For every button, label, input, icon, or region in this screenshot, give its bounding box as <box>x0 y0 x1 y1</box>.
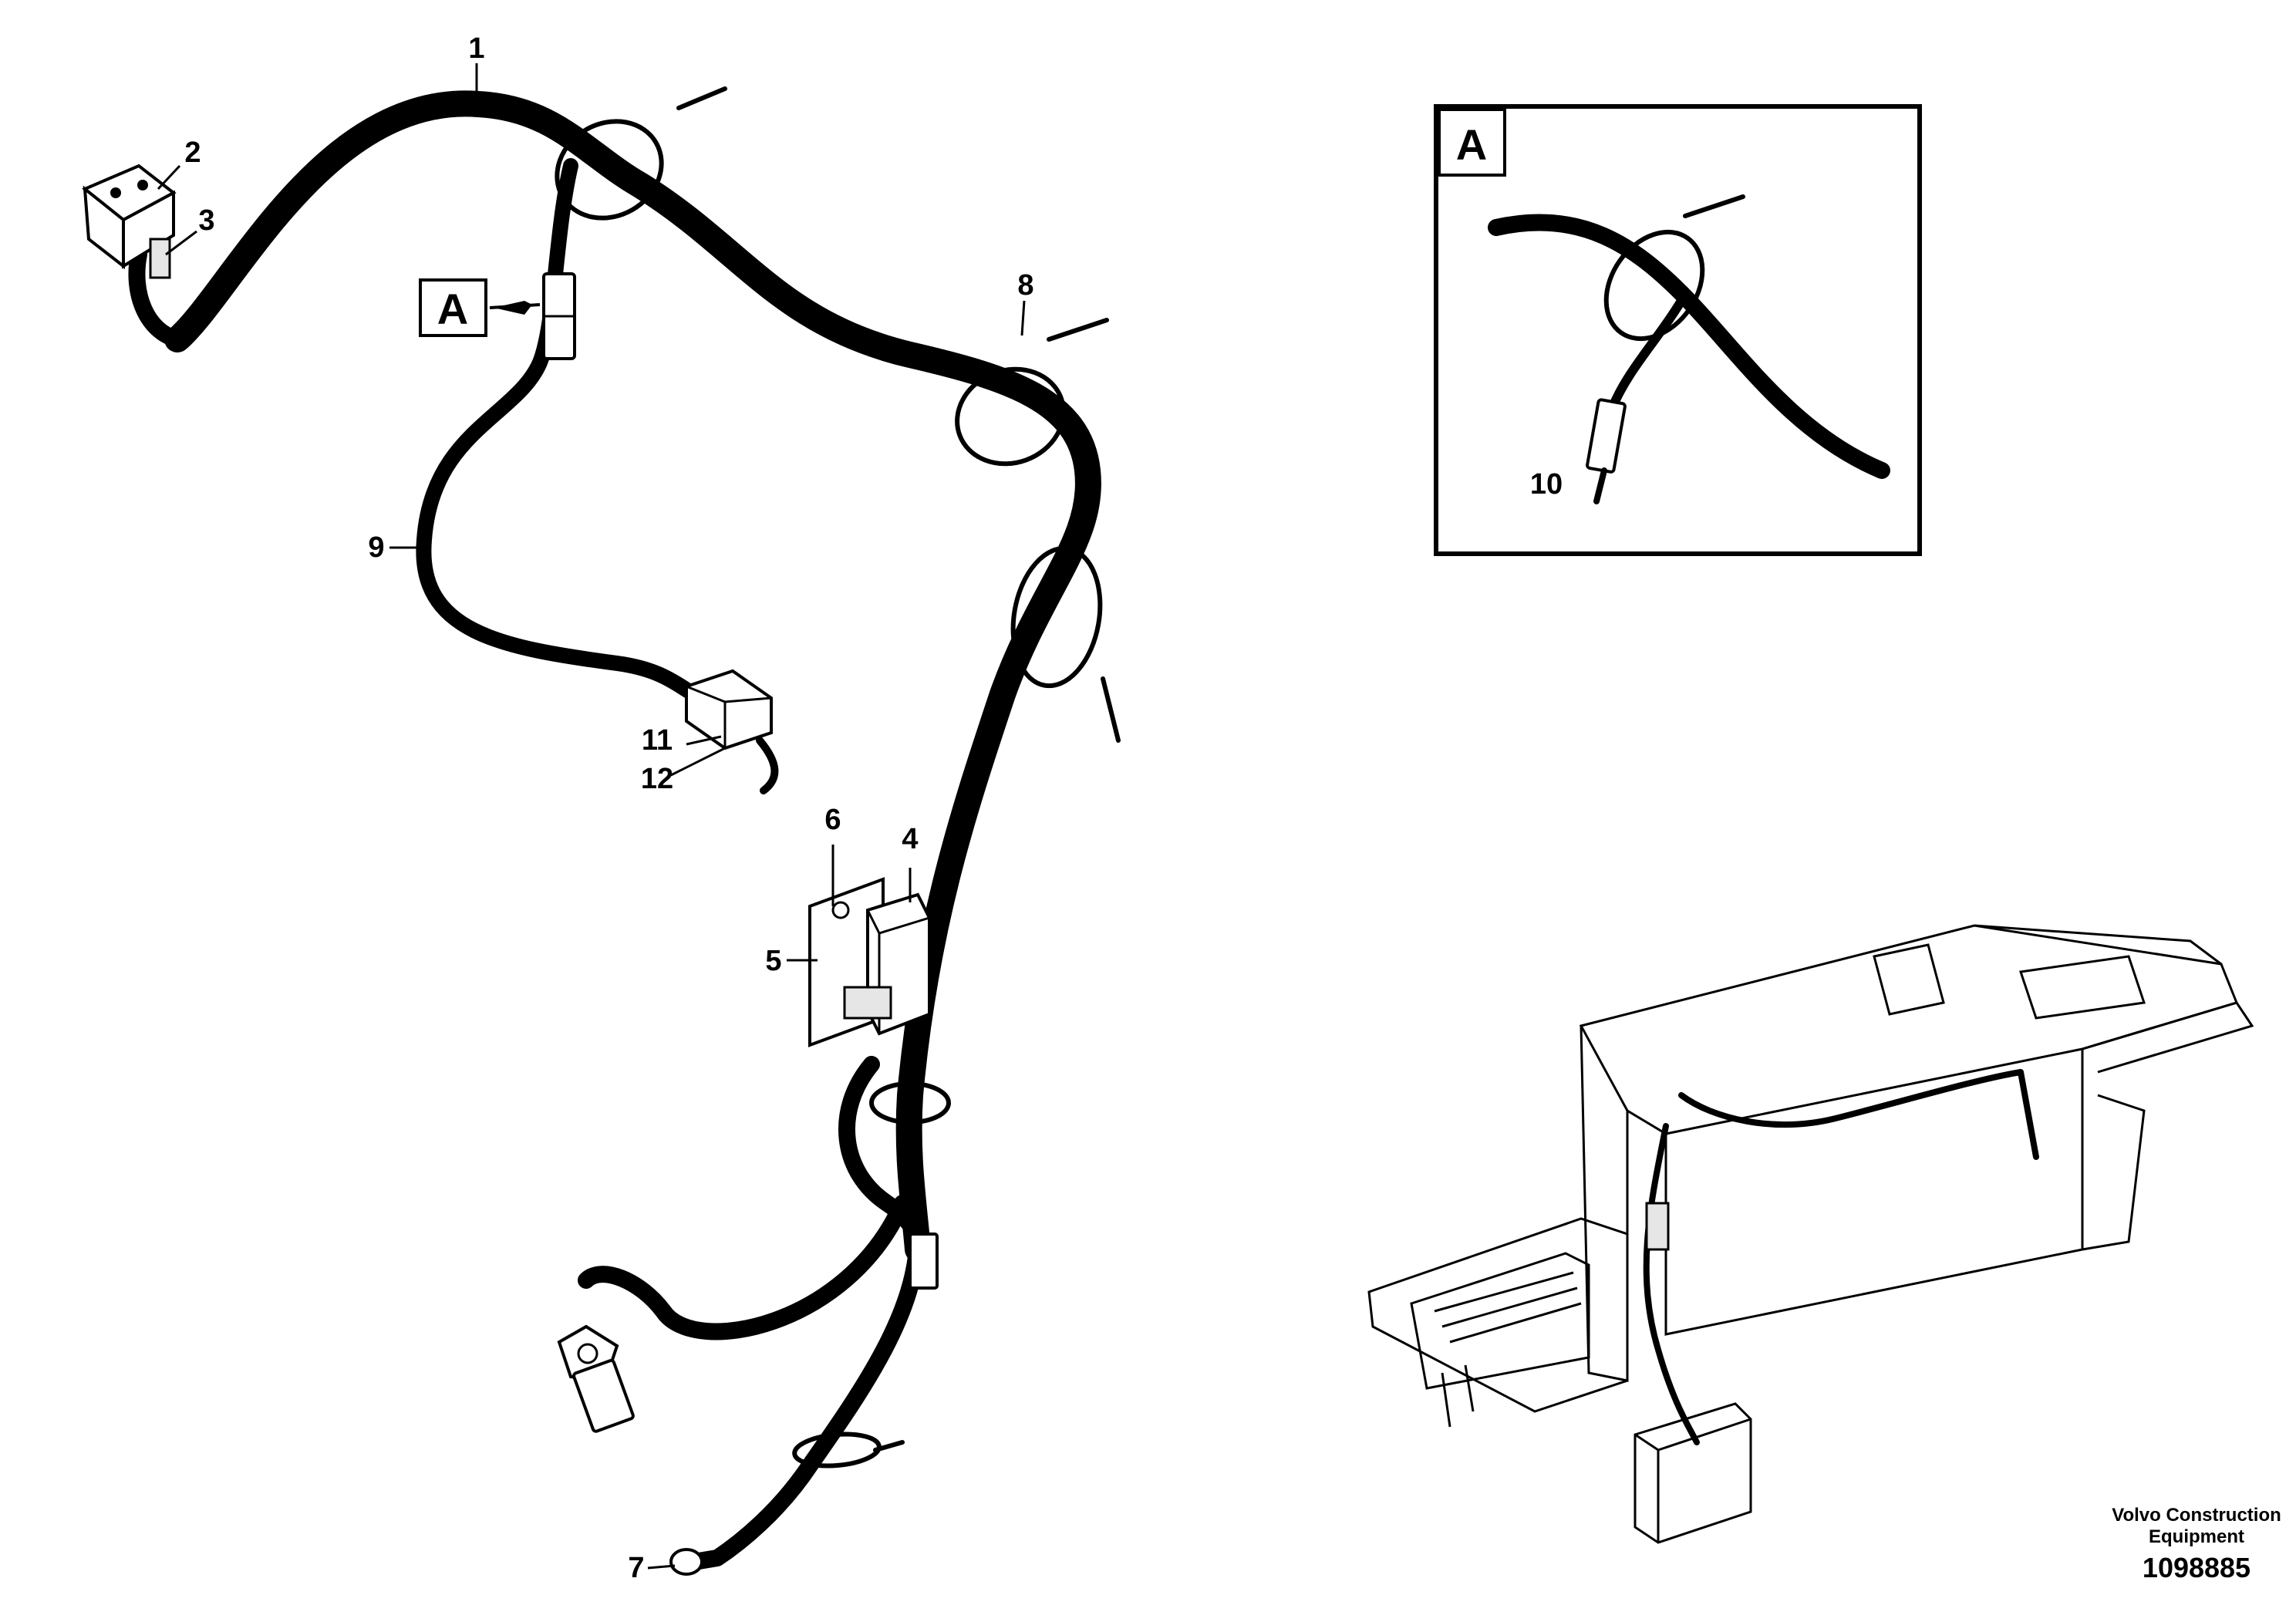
rocker-switch <box>82 164 177 279</box>
callout-8: 8 <box>1017 269 1033 302</box>
view-marker-a: A <box>419 278 541 337</box>
brand-line-1: Volvo Construction <box>2112 1505 2281 1526</box>
view-marker-a-label: A <box>437 285 468 333</box>
branch-harness-9 <box>416 158 779 794</box>
callout-1: 1 <box>468 32 484 65</box>
callout-9: 9 <box>368 531 384 564</box>
lower-connectors <box>557 1233 939 1576</box>
relay-and-bracket <box>808 877 931 1047</box>
callout-6: 6 <box>824 804 841 836</box>
callout-3: 3 <box>198 204 214 237</box>
callout-10: 10 <box>1530 468 1563 501</box>
callout-12: 12 <box>641 763 673 795</box>
cable-ties <box>555 86 1121 1469</box>
connector-11-12 <box>685 669 779 794</box>
callout-7: 7 <box>628 1552 644 1584</box>
detail-view-a: A 10 <box>1434 104 1922 556</box>
callout-4: 4 <box>902 823 918 855</box>
machine-overview-illustration <box>1367 924 2254 1544</box>
drawing-number: 1098885 <box>2143 1552 2250 1583</box>
brand-line-2: Equipment <box>2149 1526 2244 1547</box>
callout-11: 11 <box>642 724 673 757</box>
callout-5: 5 <box>765 945 781 977</box>
callout-2: 2 <box>184 137 201 169</box>
detail-marker-label: A <box>1456 120 1487 169</box>
